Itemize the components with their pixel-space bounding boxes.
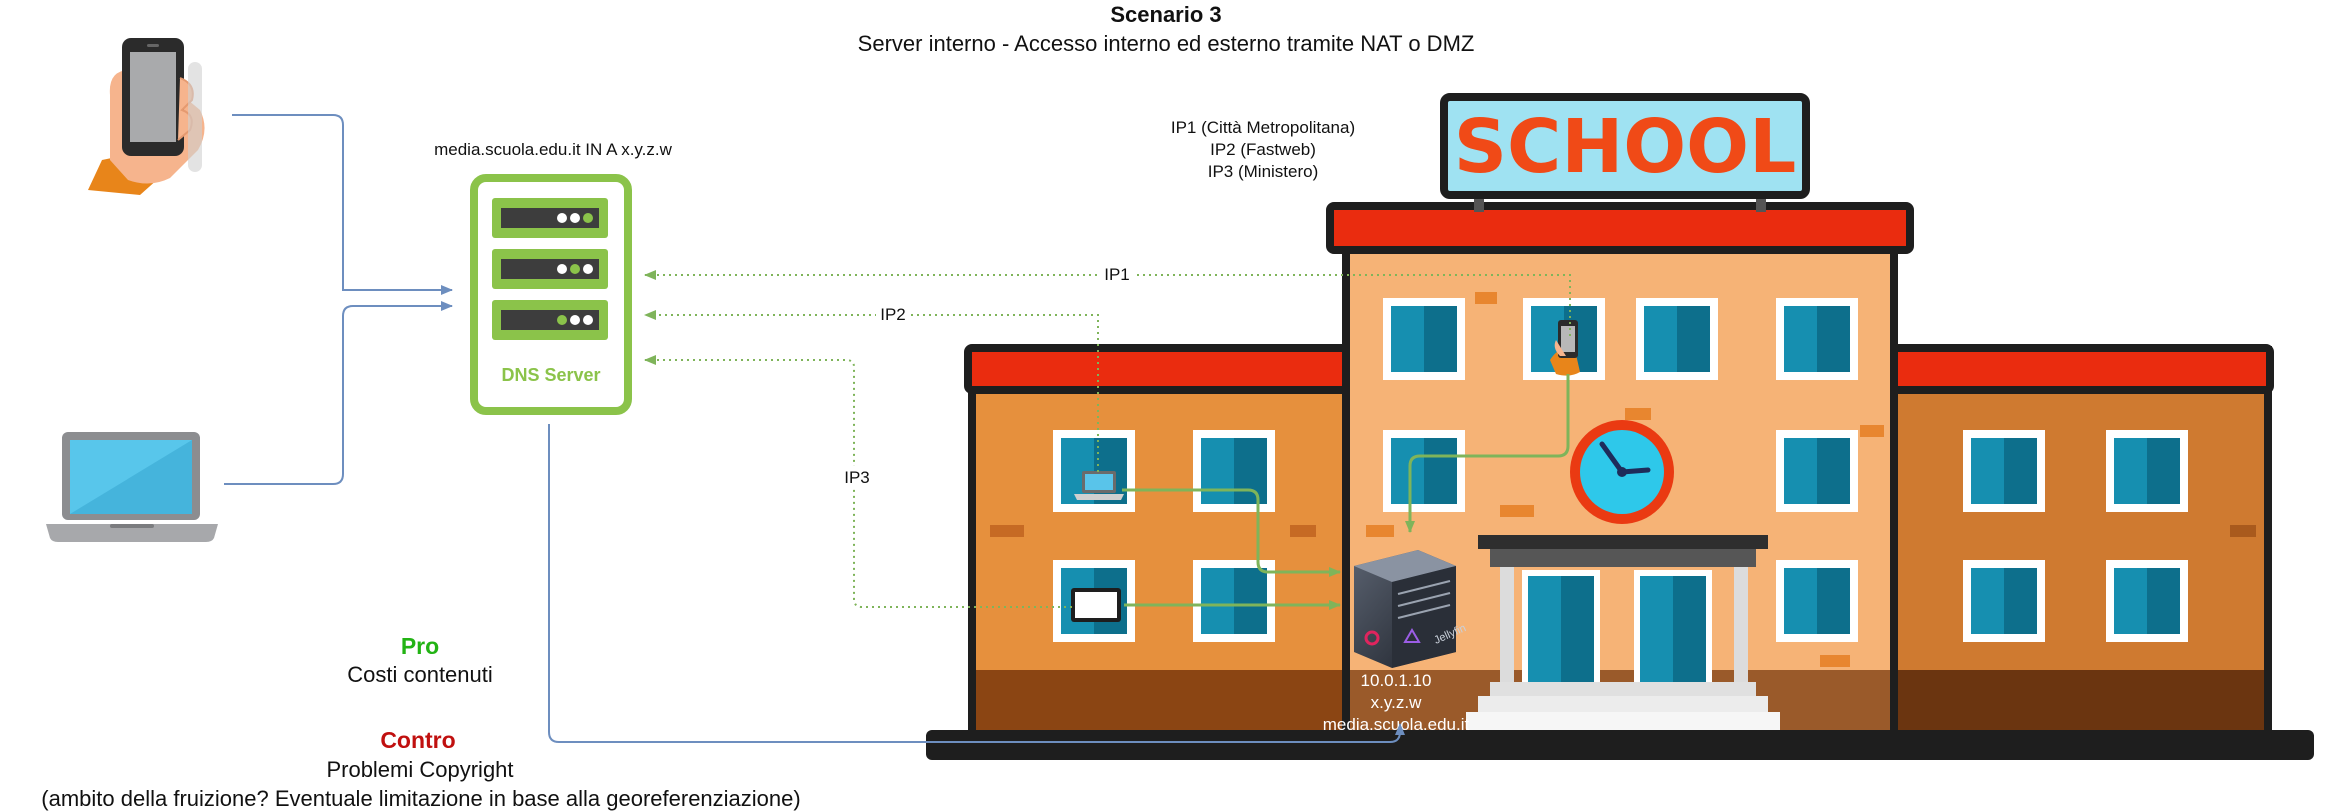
pro-heading: Pro [401,633,439,659]
ip3-dns-path [644,355,1072,608]
school-smartphone-icon [1550,320,1580,376]
school-building: SCHOOL [926,93,2314,760]
ip-legend: IP1 (Città Metropolitana) IP2 (Fastweb) … [1171,118,1355,181]
school-sign-text: SCHOOL [1454,104,1797,190]
ip2-label: IP2 [880,305,906,324]
diagram-subtitle: Server interno - Accesso interno ed este… [858,31,1475,56]
laptop-to-server-link [1122,488,1341,577]
contro-heading: Contro [380,727,455,753]
ip-legend-line-1: IP1 (Città Metropolitana) [1171,118,1355,137]
ip1-label: IP1 [1104,265,1130,284]
smartphone-to-server-link [1405,374,1570,533]
diagram-title: Scenario 3 [1110,2,1221,27]
laptop-icon [46,432,218,542]
ip-legend-line-2: IP2 (Fastweb) [1210,140,1316,159]
pro-text: Costi contenuti [347,662,493,687]
server-rack-icon [1354,550,1456,668]
school-laptop-icon [1074,471,1124,500]
server-hostname: media.scuola.edu.it [1323,715,1470,734]
dns-to-server-link [548,424,1405,743]
server-ip-private: 10.0.1.10 [1361,671,1432,690]
server-ip-public: x.y.z.w [1371,693,1422,712]
dns-server-label: DNS Server [501,365,600,385]
contro-text: Problemi Copyright [326,757,513,782]
phone-to-dns-link [232,114,453,295]
dns-server-icon [470,174,632,415]
ip-legend-line-3: IP3 (Ministero) [1208,162,1319,181]
clock-icon [1570,420,1674,524]
contro-note: (ambito della fruizione? Eventuale limit… [41,786,800,811]
dns-record-label: media.scuola.edu.it IN A x.y.z.w [434,140,673,159]
school-tablet-icon [1071,588,1121,622]
server-address: 10.0.1.10 x.y.z.w media.scuola.edu.it [1323,671,1470,734]
school-entrance [1466,535,1780,730]
ip3-label: IP3 [844,468,870,487]
ip2-dns-path [644,310,1099,472]
laptop-to-dns-link [224,301,453,485]
ip1-dns-path [644,270,1571,336]
smartphone-in-hand-icon [88,38,205,195]
